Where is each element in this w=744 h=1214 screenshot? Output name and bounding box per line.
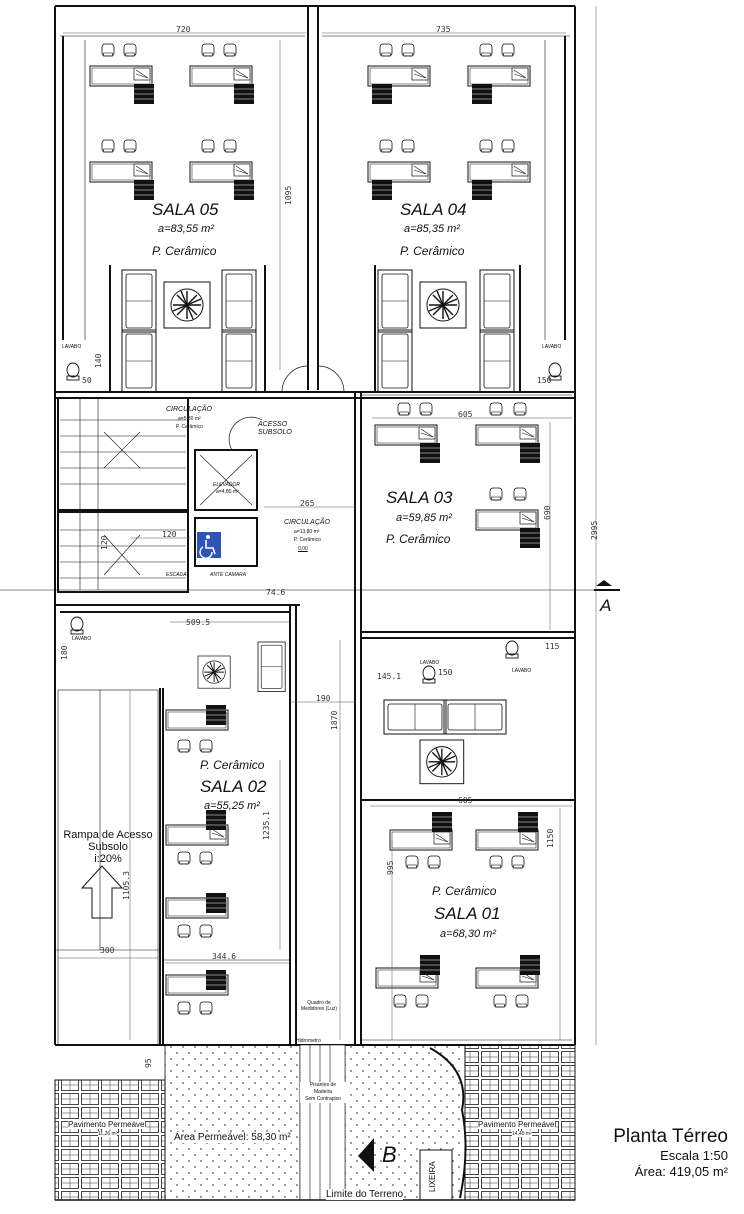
dimension-text: 50 xyxy=(82,376,92,385)
ramp-label-line3: i:20% xyxy=(94,853,122,865)
dimension-text: 605 xyxy=(458,410,473,419)
section-a-label: A xyxy=(600,596,612,615)
dimension-text: 509.5 xyxy=(186,618,211,627)
limite-terreno-label: Limite do Terreno xyxy=(326,1189,404,1200)
circulation-middle-floor: P. Cerâmico xyxy=(294,537,321,543)
dimension-text: 1105.3 xyxy=(122,871,131,900)
sala02-name: SALA 02 xyxy=(200,777,267,796)
walls xyxy=(54,5,576,1046)
drawing-area: Área: 419,05 m² xyxy=(634,1164,728,1179)
lavabo-label: LAVABO xyxy=(72,636,92,642)
sala03-floor: P. Cerâmico xyxy=(386,532,451,546)
escada-label: ESCADA xyxy=(166,572,187,578)
lavabo-label: LAVABO xyxy=(542,344,562,350)
dimension-text: 735 xyxy=(436,25,451,34)
ramp-label-line1: Rampa de Acesso xyxy=(63,829,153,841)
ante-camara-label: ANTE CAMARA xyxy=(210,572,247,578)
dimension-text: 995 xyxy=(386,860,395,875)
dimension-text: 140 xyxy=(94,353,103,368)
dimension-text: 690 xyxy=(543,505,552,520)
circulation-middle-name: CIRCULAÇÃO xyxy=(284,519,330,526)
lavabo-label: LAVABO xyxy=(420,660,440,666)
pavimento-right-area: 14,45 m² xyxy=(512,1131,532,1137)
area-permeavel-label: Área Permeável: 58,30 m² xyxy=(174,1132,291,1143)
circulation-top-name: CIRCULAÇÃO xyxy=(166,406,212,413)
elevator-label: ELEVADOR xyxy=(213,482,240,488)
sala01-floor: P. Cerâmico xyxy=(432,884,497,898)
dimension-text: 1870 xyxy=(330,710,339,730)
dimension-text: 120 xyxy=(162,530,177,539)
drawing-title: Planta Térreo xyxy=(613,1126,728,1147)
dimension-text: 120 xyxy=(100,535,109,550)
lavabo-label: LAVABO xyxy=(62,344,82,350)
pisantes-label: Pisantes de Madeira Sem Contrapiso xyxy=(300,1082,346,1103)
dimension-text: 1150 xyxy=(546,828,555,848)
sala01-area: a=68,30 m² xyxy=(440,928,496,940)
sala05-area: a=83,55 m² xyxy=(158,223,214,235)
sala05-floor: P. Cerâmico xyxy=(152,244,217,258)
acesso-subsolo-label: ACESSO SUBSOLO xyxy=(258,421,292,436)
sala01-name: SALA 01 xyxy=(434,904,501,923)
dimension-text: 74.6 xyxy=(266,588,286,597)
circulation-top-floor: P. Cerâmico xyxy=(176,424,203,430)
sala04-area: a=85,35 m² xyxy=(404,223,460,235)
dimension-text: 605 xyxy=(458,796,473,805)
sala02-area: a=55,25 m² xyxy=(204,800,260,812)
dimension-text: 1235.1 xyxy=(262,811,271,840)
sala04-name: SALA 04 xyxy=(400,200,467,219)
dimension-text: 145.1 xyxy=(377,672,402,681)
sala03-area: a=59,85 m² xyxy=(396,512,452,524)
dimension-text: 265 xyxy=(300,499,315,508)
dimension-text: 720 xyxy=(176,25,191,34)
lavabo-label: LAVABO xyxy=(512,668,532,674)
drawing-scale: Escala 1:50 xyxy=(660,1148,728,1163)
dimension-text: 150 xyxy=(438,668,453,677)
section-a-arrow-icon xyxy=(596,580,612,586)
dimension-text: 2995 xyxy=(590,520,599,540)
circulation-top-area: a=5,80 m² xyxy=(178,416,201,422)
pavimento-right-label: Pavimento Permeável xyxy=(478,1120,557,1129)
sala05-name: SALA 05 xyxy=(152,200,219,219)
sala02-floor: P. Cerâmico xyxy=(200,758,265,772)
sala04-floor: P. Cerâmico xyxy=(400,244,465,258)
section-b-arrow-icon xyxy=(358,1138,374,1172)
dimension-text: 150 xyxy=(537,376,552,385)
circulation-middle-area: a=13,80 m² xyxy=(294,529,320,535)
ramp-label-line2: Subsolo xyxy=(88,841,128,853)
lixeira-label: LIXEIRA xyxy=(428,1161,437,1192)
level-mark: 0,00 xyxy=(298,546,308,552)
dimension-text: 115 xyxy=(545,642,560,651)
pavimento-left-label: Pavimento Permeável xyxy=(68,1120,147,1129)
dimension-text: 300 xyxy=(100,946,115,955)
section-b-label: B xyxy=(382,1142,397,1167)
dimension-text: 180 xyxy=(60,645,69,660)
ramp-arrow-icon xyxy=(80,865,124,919)
dimension-text: 95 xyxy=(144,1058,153,1068)
dimension-text: 344.6 xyxy=(212,952,237,961)
elevator-area: a=4,80 m² xyxy=(216,489,239,495)
hidrometro-label: Hidrometro xyxy=(296,1038,321,1044)
dimension-text: 1095 xyxy=(284,185,293,205)
quadro-medidores-label: Quadro de Medidores (Luz) xyxy=(300,1000,338,1012)
sala03-name: SALA 03 xyxy=(386,488,453,507)
pavimento-left-area: 11,26 m² xyxy=(98,1131,118,1137)
dimension-text: 190 xyxy=(316,694,331,703)
